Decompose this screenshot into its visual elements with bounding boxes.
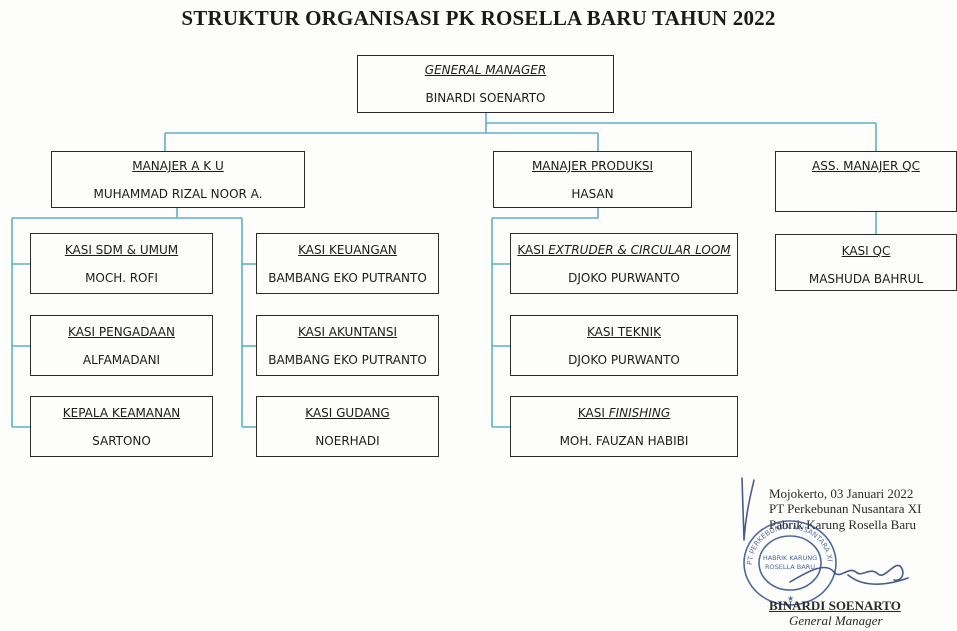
box-role: GENERAL MANAGER — [424, 63, 547, 77]
kasi-akuntansi-box: KASI AKUNTANSI BAMBANG EKO PUTRANTO — [256, 315, 439, 376]
company-stamp: HABRIK KARUNG ROSELLA BARU PT PERKEBUNAN… — [743, 520, 837, 606]
box-name: MOH. FAUZAN HABIBI — [559, 434, 689, 448]
kepala-keamanan-box: KEPALA KEAMANAN SARTONO — [30, 396, 213, 457]
manajer-produksi-box: MANAJER PRODUKSI HASAN — [493, 151, 692, 208]
box-role: KASI KEUANGAN — [298, 243, 397, 257]
box-name: SARTONO — [92, 434, 151, 448]
box-role: KASI SDM & UMUM — [64, 243, 179, 257]
box-name: MASHUDA BAHRUL — [808, 272, 924, 286]
signer-title: General Manager — [789, 613, 883, 628]
general-manager-box: GENERAL MANAGER BINARDI SOENARTO — [357, 55, 614, 113]
box-role: KASI TEKNIK — [586, 325, 661, 339]
box-name: ALFAMADANI — [82, 353, 161, 367]
box-role: MANAJER A K U — [132, 159, 224, 173]
role-prefix: KASI — [517, 243, 549, 257]
box-name: BAMBANG EKO PUTRANTO — [268, 353, 427, 367]
box-name: MOCH. ROFI — [85, 271, 158, 285]
box-role: MANAJER PRODUKSI — [531, 159, 654, 173]
kasi-finishing-box: KASI FINISHING MOH. FAUZAN HABIBI — [510, 396, 738, 457]
manajer-aku-box: MANAJER A K U MUHAMMAD RIZAL NOOR A. — [51, 151, 305, 208]
kasi-pengadaan-box: KASI PENGADAAN ALFAMADANI — [30, 315, 213, 376]
ass-manajer-qc-box: ASS. MANAJER QC — [775, 151, 957, 212]
box-name: NOERHADI — [315, 434, 380, 448]
signature-unit: Pabrik Karung Rosella Baru — [769, 517, 916, 532]
box-name: BINARDI SOENARTO — [425, 91, 546, 105]
signature-place-date: Mojokerto, 03 Januari 2022 — [769, 486, 914, 501]
role-prefix: KASI — [577, 406, 609, 420]
kasi-qc-box: KASI QC MASHUDA BAHRUL — [775, 234, 957, 291]
page-title: STRUKTUR ORGANISASI PK ROSELLA BARU TAHU… — [181, 6, 776, 30]
signer-name: BINARDI SOENARTO — [769, 598, 901, 613]
signature-company: PT Perkebunan Nusantara XI — [769, 501, 922, 516]
box-role: KASI PENGADAAN — [68, 325, 175, 339]
handwritten-signature — [741, 477, 909, 585]
box-name: DJOKO PURWANTO — [568, 271, 680, 285]
kasi-extruder-box: KASI EXTRUDER & CIRCULAR LOOM DJOKO PURW… — [510, 233, 738, 294]
kasi-keuangan-box: KASI KEUANGAN BAMBANG EKO PUTRANTO — [256, 233, 439, 294]
box-role: ASS. MANAJER QC — [812, 159, 920, 173]
box-role: KASI FINISHING — [511, 406, 737, 420]
box-role: KASI GUDANG — [305, 406, 390, 420]
role-italic: EXTRUDER & CIRCULAR LOOM — [548, 243, 731, 257]
kasi-gudang-box: KASI GUDANG NOERHADI — [256, 396, 439, 457]
box-role: KASI EXTRUDER & CIRCULAR LOOM — [511, 243, 737, 257]
kasi-sdm-umum-box: KASI SDM & UMUM MOCH. ROFI — [30, 233, 213, 294]
box-role: KEPALA KEAMANAN — [62, 406, 181, 420]
box-name: DJOKO PURWANTO — [568, 353, 680, 367]
svg-text:★: ★ — [787, 594, 794, 603]
svg-text:ROSELLA BARU: ROSELLA BARU — [765, 563, 815, 571]
box-role: KASI AKUNTANSI — [297, 325, 398, 339]
box-name: BAMBANG EKO PUTRANTO — [268, 271, 427, 285]
box-name: HASAN — [571, 187, 614, 201]
kasi-teknik-box: KASI TEKNIK DJOKO PURWANTO — [510, 315, 738, 376]
role-italic: FINISHING — [608, 406, 671, 420]
box-name: MUHAMMAD RIZAL NOOR A. — [93, 187, 263, 201]
box-role: KASI QC — [841, 244, 891, 258]
svg-text:HABRIK KARUNG: HABRIK KARUNG — [763, 554, 817, 562]
